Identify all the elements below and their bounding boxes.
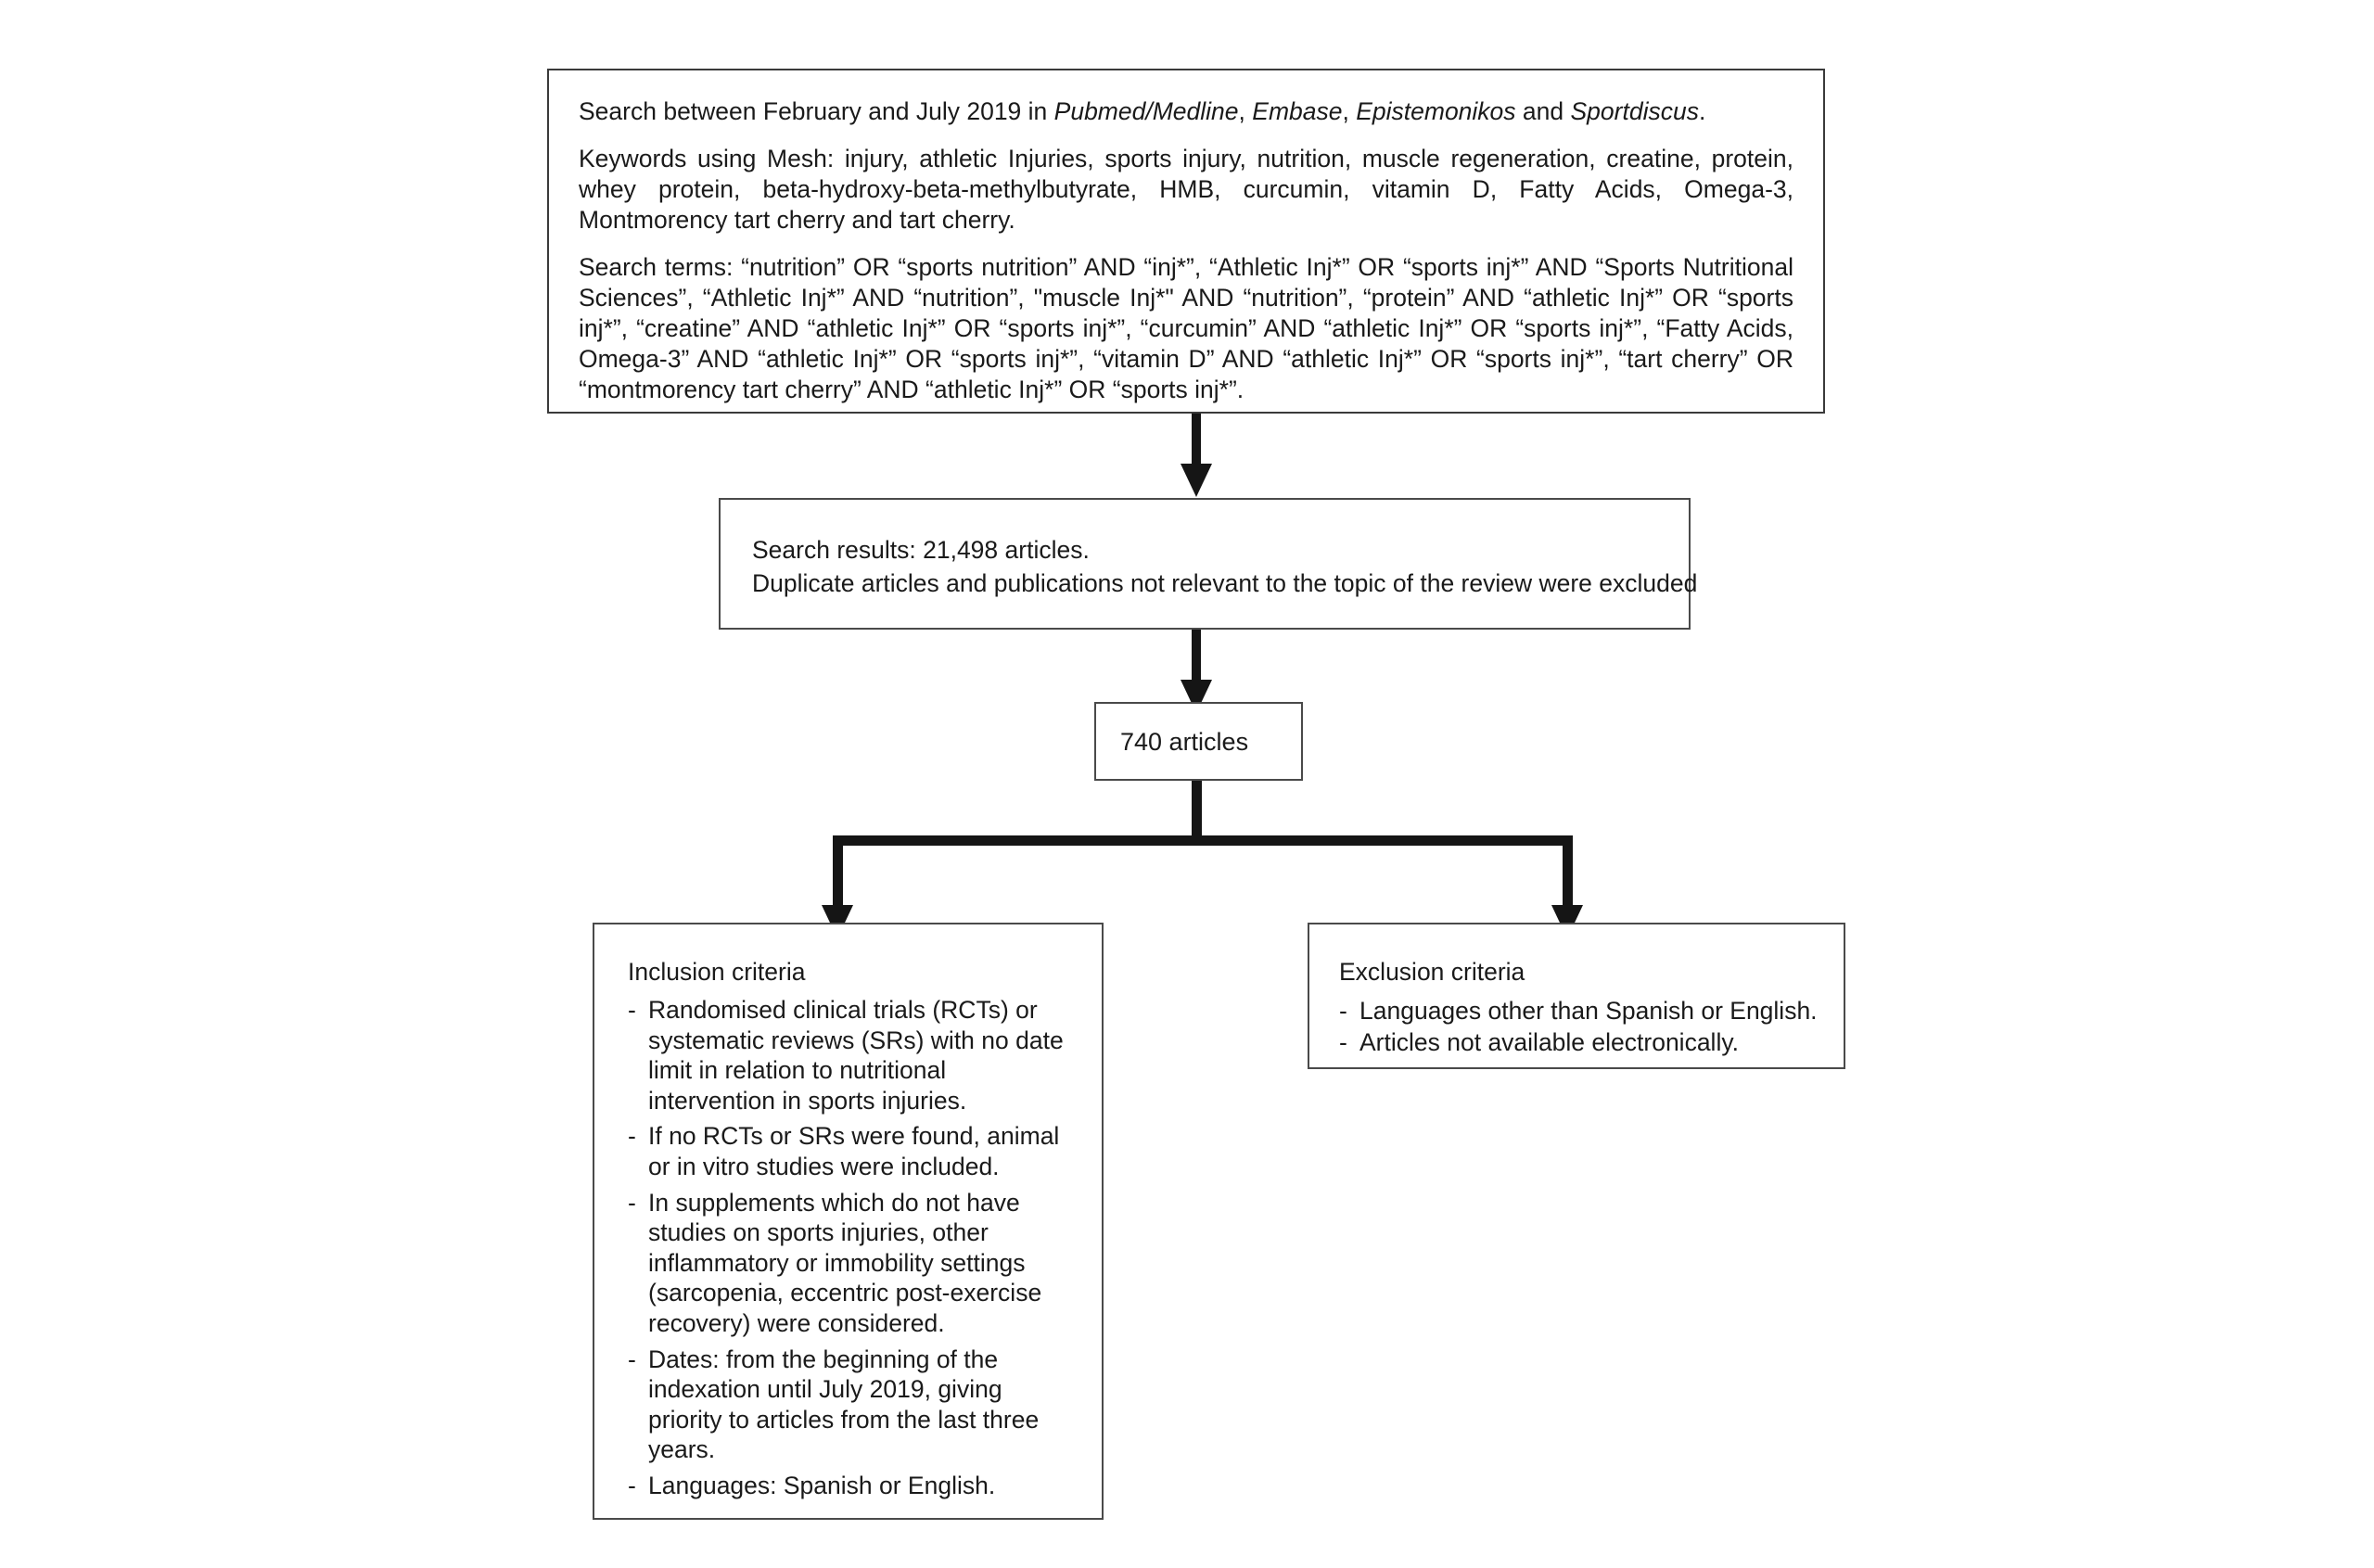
list-item-text: Articles not available electronically. (1359, 1028, 1739, 1056)
source-sep-3: and (1515, 97, 1571, 125)
search-results-count-text: Search results: 21,498 articles. (752, 536, 1090, 564)
keywords-paragraph: Keywords using Mesh: injury, athletic In… (579, 145, 1793, 234)
connector-line-vertical (1192, 630, 1201, 683)
list-item: -Dates: from the beginning of the indexa… (628, 1345, 1078, 1465)
connector-line-vertical-stem (1192, 781, 1202, 842)
list-bullet-dash: - (628, 1122, 636, 1151)
connector-line-vertical (1192, 414, 1201, 467)
search-terms-paragraph: Search terms: “nutrition” OR “sports nut… (579, 253, 1793, 403)
source-pubmed-medline: Pubmed/Medline (1053, 97, 1239, 125)
list-item-text: Languages other than Spanish or English. (1359, 997, 1818, 1025)
list-item-text: Randomised clinical trials (RCTs) or sys… (648, 996, 1064, 1115)
source-epistemonikos: Epistemonikos (1356, 97, 1516, 125)
list-item: -In supplements which do not have studie… (628, 1188, 1078, 1339)
list-item: -Articles not available electronically. (1339, 1026, 1825, 1058)
source-embase: Embase (1252, 97, 1343, 125)
list-bullet-dash: - (1339, 997, 1347, 1025)
list-bullet-dash: - (628, 1471, 636, 1499)
source-sportdiscus: Sportdiscus (1570, 97, 1699, 125)
exclusion-criteria-title: Exclusion criteria (1339, 958, 1525, 986)
connector-line-vertical-left (833, 835, 843, 910)
list-item-text: Languages: Spanish or English. (648, 1471, 996, 1499)
search-strategy-box: Search between February and July 2019 in… (547, 69, 1825, 414)
connector-line-horizontal (833, 835, 1573, 846)
list-item-text: If no RCTs or SRs were found, animal or … (648, 1122, 1060, 1180)
search-results-exclusion-text: Duplicate articles and publications not … (752, 569, 1698, 597)
list-bullet-dash: - (1339, 1028, 1347, 1056)
exclusion-criteria-box: Exclusion criteria -Languages other than… (1308, 923, 1845, 1069)
search-sources-paragraph: Search between February and July 2019 in… (579, 96, 1793, 127)
inclusion-criteria-title: Inclusion criteria (628, 958, 806, 986)
articles-count-box: 740 articles (1094, 702, 1303, 781)
source-suffix-text: . (1698, 97, 1706, 125)
source-sep-1: , (1238, 97, 1253, 125)
list-bullet-dash: - (628, 996, 636, 1024)
inclusion-criteria-list: -Randomised clinical trials (RCTs) or sy… (628, 995, 1078, 1501)
search-prefix-text: Search between February and July 2019 in (579, 97, 1054, 125)
connector-line-vertical-right (1563, 835, 1573, 910)
list-item: -Languages other than Spanish or English… (1339, 995, 1825, 1026)
list-item: -Randomised clinical trials (RCTs) or sy… (628, 995, 1078, 1115)
search-results-box: Search results: 21,498 articles. Duplica… (719, 498, 1698, 630)
exclusion-criteria-list: -Languages other than Spanish or English… (1339, 995, 1825, 1058)
list-item: -Languages: Spanish or English. (628, 1471, 1078, 1501)
inclusion-criteria-box: Inclusion criteria -Randomised clinical … (593, 923, 1104, 1520)
list-item: -If no RCTs or SRs were found, animal or… (628, 1121, 1078, 1181)
list-item-text: Dates: from the beginning of the indexat… (648, 1345, 1040, 1464)
list-bullet-dash: - (628, 1345, 636, 1373)
articles-count-label: 740 articles (1120, 728, 1249, 756)
source-sep-2: , (1342, 97, 1357, 125)
list-bullet-dash: - (628, 1188, 636, 1217)
list-item-text: In supplements which do not have studies… (648, 1188, 1042, 1337)
connector-arrowhead-icon (1181, 464, 1212, 497)
